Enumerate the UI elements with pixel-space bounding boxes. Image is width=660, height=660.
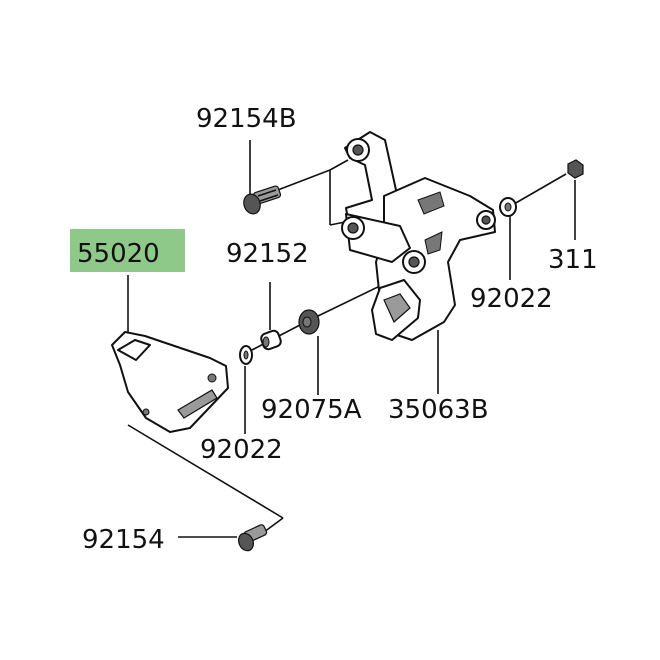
- spacer-92152-drawing: [260, 329, 282, 351]
- part-label-92022-left[interactable]: 92022: [200, 435, 283, 465]
- nut-311-drawing: [567, 159, 584, 179]
- guard-plate-55020-drawing: [111, 331, 229, 433]
- washer-92022-right-drawing: [499, 197, 517, 217]
- part-label-92154[interactable]: 92154: [82, 525, 165, 555]
- part-label-92154b[interactable]: 92154B: [196, 104, 297, 134]
- bracket-35063b-drawing: [341, 131, 496, 341]
- part-label-92022-right[interactable]: 92022: [470, 284, 553, 314]
- part-label-311[interactable]: 311: [548, 245, 598, 275]
- part-highlight-55020: [70, 229, 185, 272]
- nut-92075a-drawing: [298, 309, 320, 335]
- part-label-92075a[interactable]: 92075A: [261, 395, 362, 425]
- part-label-92152[interactable]: 92152: [226, 239, 309, 269]
- part-label-55020[interactable]: 55020: [77, 239, 160, 269]
- part-label-35063b[interactable]: 35063B: [388, 395, 489, 425]
- bolt-92154-drawing: [238, 524, 268, 552]
- bolt-92154b-drawing: [243, 185, 282, 215]
- washer-92022-left-drawing: [239, 345, 253, 365]
